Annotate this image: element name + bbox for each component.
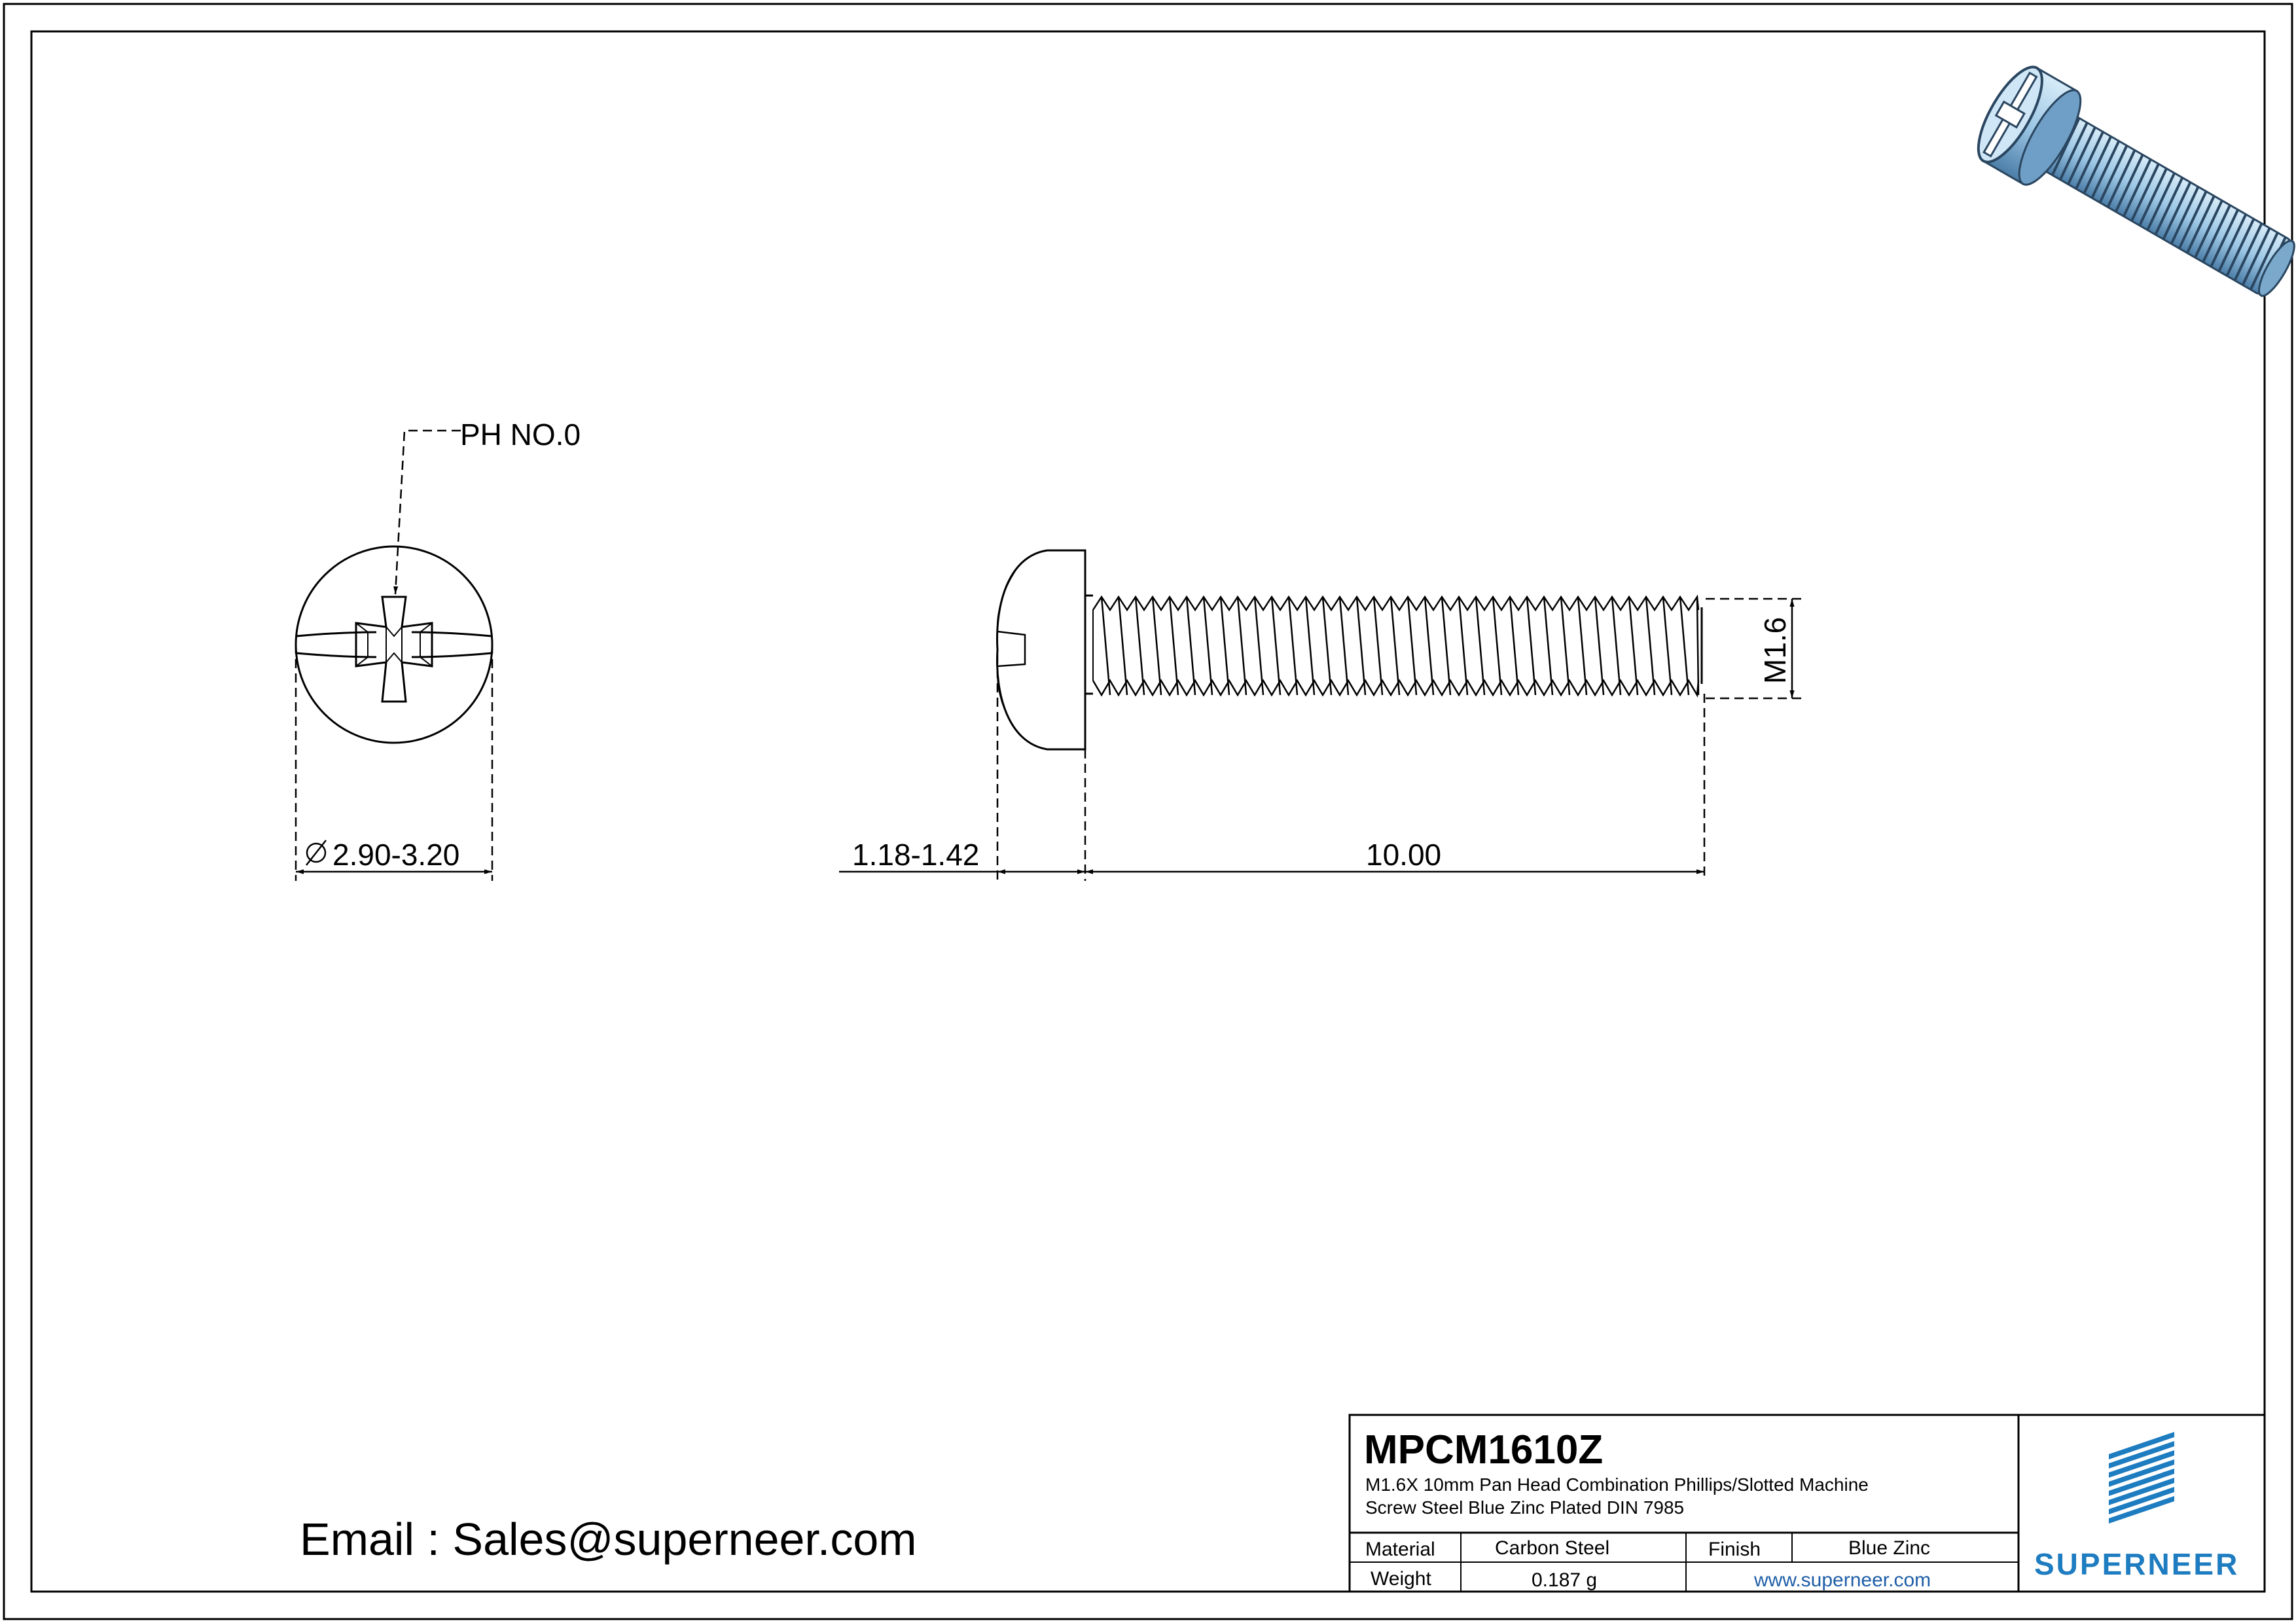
iso-thread-line	[2233, 223, 2263, 281]
brand-name: SUPERNEER	[2034, 1547, 2239, 1581]
title-block: MPCM1610Z M1.6X 10mm Pan Head Combinatio…	[1348, 1414, 2266, 1593]
inner-border	[30, 30, 2266, 1593]
diameter-symbol-icon	[306, 840, 327, 866]
iso-thread-line	[2075, 131, 2104, 190]
thread-crest-line	[1543, 596, 1554, 696]
thread-crest-line	[1645, 596, 1656, 696]
thread-crest-line	[1679, 596, 1690, 696]
finish-label: Finish	[1708, 1539, 1761, 1560]
thread-size-label: M1.6	[1758, 617, 1792, 684]
thread-crest-line	[1526, 596, 1537, 696]
thread-crest-line	[1696, 596, 1700, 696]
thread-crest-line	[1594, 596, 1605, 696]
iso-thread-line	[2122, 158, 2152, 217]
head-diameter-label: 2.90-3.20	[332, 838, 459, 872]
drive-callout-label: PH NO.0	[460, 418, 581, 452]
thread-crest-line	[1560, 596, 1571, 696]
description-line-2: Screw Steel Blue Zinc Plated DIN 7985	[1365, 1497, 1684, 1518]
iso-thread-line	[2194, 200, 2223, 259]
thread-crest-line	[1577, 596, 1588, 696]
thread-crest-line	[1304, 596, 1316, 696]
length-label: 10.00	[1366, 838, 1441, 872]
thread-crest-line	[1236, 596, 1247, 696]
head-height-dimension: 1.18-1.42	[839, 654, 1086, 881]
thread-crest-line	[1372, 596, 1384, 696]
thread-crest-line	[1662, 596, 1673, 696]
iso-thread-line	[2170, 186, 2200, 245]
screw-side-view	[996, 549, 1703, 751]
thread-profile-bottom	[1092, 679, 1700, 698]
thread-crest-line	[1253, 596, 1265, 696]
thread-diameter-dimension: M1.6	[1706, 597, 1801, 700]
length-dimension: 10.00	[1085, 694, 1706, 881]
weight-value: 0.187 g	[1532, 1569, 1597, 1591]
thread-crest-line	[1390, 596, 1401, 696]
outer-border	[3, 3, 2293, 1620]
thread-crest-line	[1270, 596, 1282, 696]
thread-crest-line	[1202, 596, 1213, 696]
iso-thread-line	[2249, 232, 2279, 291]
iso-thread-line	[2154, 177, 2184, 236]
contact-email: Email : Sales@superneer.com	[300, 1514, 917, 1565]
iso-thread-line	[2210, 209, 2240, 268]
iso-thread-line	[2130, 163, 2160, 222]
weight-label: Weight	[1371, 1568, 1431, 1590]
iso-thread-line	[2083, 135, 2113, 194]
drive-callout: PH NO.0	[393, 418, 581, 595]
iso-thread-line	[2241, 227, 2271, 286]
thread-crest-line	[1219, 596, 1230, 696]
head-top-view	[295, 545, 493, 744]
iso-thread-line	[2090, 140, 2121, 199]
iso-thread-line	[2098, 145, 2128, 204]
website-link: www.superneer.com	[1753, 1569, 1931, 1591]
head-diameter-dimension: 2.90-3.20	[295, 645, 493, 881]
part-number: MPCM1610Z	[1364, 1427, 1603, 1472]
iso-thread-line	[2185, 195, 2215, 254]
finish-value: Blue Zinc	[1848, 1537, 1930, 1559]
iso-thread-line	[2146, 172, 2176, 231]
superneer-logo-icon	[2109, 1432, 2174, 1524]
thread-crest-line	[1458, 596, 1469, 696]
head-height-label: 1.18-1.42	[852, 838, 979, 872]
iso-thread-line	[2202, 204, 2231, 263]
thread-crest-line	[1492, 596, 1503, 696]
iso-thread-line	[2178, 190, 2208, 249]
iso-thread-line	[2138, 168, 2168, 226]
material-value: Carbon Steel	[1495, 1537, 1609, 1559]
thread-crest-line	[1151, 596, 1162, 696]
thread-crest-line	[1441, 596, 1452, 696]
material-label: Material	[1365, 1539, 1435, 1560]
iso-thread-line	[2067, 126, 2096, 185]
thread-crest-line	[1134, 596, 1145, 696]
iso-thread-line	[2106, 149, 2136, 208]
iso-thread-line	[2217, 213, 2248, 272]
thread-crest-line	[1628, 596, 1639, 696]
iso-thread-line	[2162, 181, 2192, 240]
description-line-1: M1.6X 10mm Pan Head Combination Phillips…	[1365, 1474, 1869, 1495]
thread-crest-line	[1611, 596, 1622, 696]
thread-crest-line	[1355, 596, 1367, 696]
thread-crest-line	[1509, 596, 1520, 696]
thread-crest-line	[1475, 596, 1486, 696]
thread-crest-line	[1185, 596, 1196, 696]
thread-crest-line	[1168, 596, 1179, 696]
iso-thread-line	[2058, 122, 2089, 181]
thread-crest-line	[1117, 596, 1128, 696]
iso-thread-line	[2114, 154, 2144, 213]
thread-crest-line	[1321, 596, 1333, 696]
screw-3d-render	[1977, 65, 2295, 297]
thread-crest-line	[1338, 596, 1350, 696]
iso-thread-line	[2225, 218, 2255, 277]
thread-crest-line	[1424, 596, 1435, 696]
thread-crest-line	[1100, 596, 1111, 696]
thread-crest-line	[1287, 596, 1299, 696]
thread-profile-top	[1092, 594, 1700, 612]
thread-crest-line	[1407, 596, 1418, 696]
